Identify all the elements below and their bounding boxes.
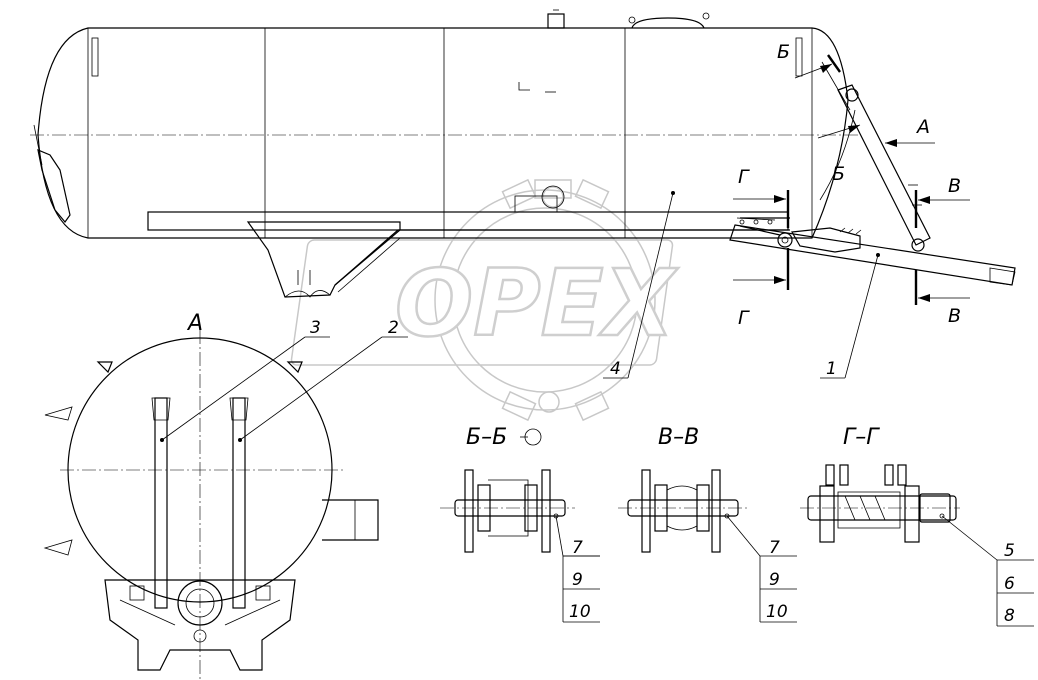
section-bb-title: Б–Б: [466, 425, 507, 450]
section-mark-v-bottom: В: [948, 305, 961, 327]
section-vv-title: В–В: [658, 425, 699, 450]
bb-row-2: 9: [572, 570, 583, 590]
bb-row-1: 7: [572, 538, 583, 558]
tank-side-view: [30, 9, 860, 298]
table-gg: 5 6 8: [996, 541, 1034, 627]
section-mark-b-mid: Б: [832, 163, 845, 185]
section-mark-b-left: Б: [777, 41, 790, 63]
section-vv: В–В: [618, 425, 761, 557]
leader-4: 4: [610, 359, 621, 379]
vv-row-1: 7: [769, 538, 780, 558]
gg-row-2: 6: [1004, 574, 1015, 594]
view-a: А 3 2: [43, 311, 408, 680]
section-mark-g-bottom: Г: [738, 307, 750, 329]
table-vv: 7 9 10: [759, 538, 797, 623]
watermark: OPEX: [290, 178, 680, 422]
leader-3: 3: [310, 318, 321, 338]
bb-row-3: 10: [569, 602, 591, 622]
section-mark-g-top: Г: [738, 166, 750, 188]
view-arrow-a: А: [915, 116, 930, 138]
gg-row-3: 8: [1004, 606, 1015, 626]
view-a-title: А: [186, 311, 203, 336]
leaders-main: 1 4: [603, 191, 880, 379]
section-gg-title: Г–Г: [843, 425, 880, 450]
watermark-text: OPEX: [395, 250, 678, 357]
leader-2: 2: [388, 318, 399, 338]
loading-arm: [729, 61, 1016, 286]
section-gg: Г–Г: [800, 425, 998, 561]
gg-row-1: 5: [1004, 541, 1015, 561]
vv-row-3: 10: [766, 602, 788, 622]
section-bb: Б–Б: [440, 425, 600, 557]
leader-1: 1: [826, 359, 837, 379]
vv-row-2: 9: [769, 570, 780, 590]
section-cutting-marks: Г Г В В Б Б А: [733, 41, 970, 329]
table-bb: 7 9 10: [562, 538, 600, 623]
section-mark-v-top: В: [948, 175, 961, 197]
